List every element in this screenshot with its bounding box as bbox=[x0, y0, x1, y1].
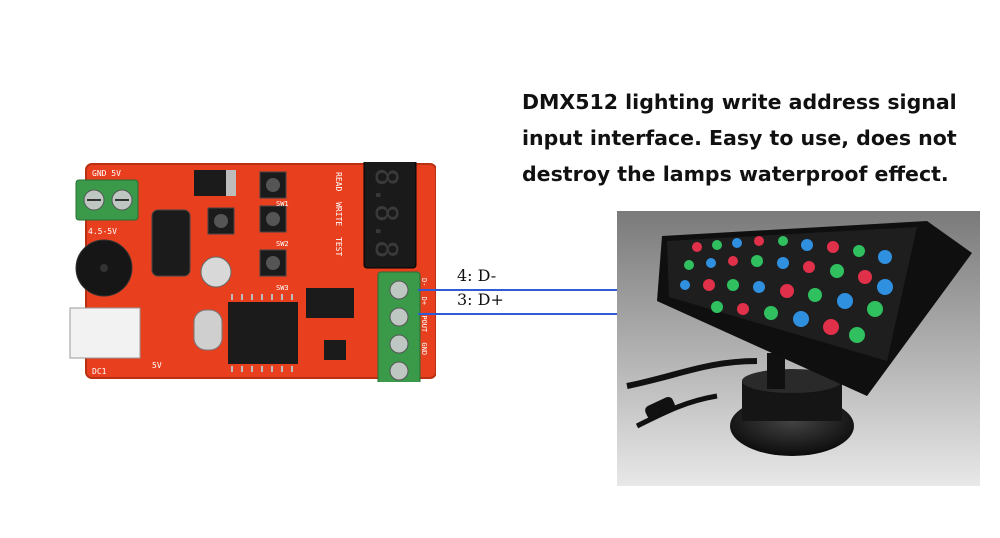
switch-label-1: SW1 bbox=[276, 200, 289, 208]
caption-line-2: input interface. Easy to use, does not bbox=[522, 126, 957, 150]
button-label-read: READ bbox=[334, 172, 343, 191]
supply-silkscreen: 5V bbox=[152, 361, 162, 370]
power-silkscreen: GND 5V bbox=[92, 169, 121, 178]
wire-d-minus bbox=[418, 289, 620, 291]
lamp-bracket bbox=[767, 353, 785, 389]
switch-label-2: SW2 bbox=[276, 240, 289, 248]
display-digits: 8.8.8 bbox=[368, 168, 403, 258]
signal-terminal bbox=[377, 271, 421, 382]
button-labels: READ WRITE TEST bbox=[334, 172, 343, 256]
power-cable bbox=[626, 358, 758, 389]
switch-label-3: SW3 bbox=[276, 284, 289, 292]
button-label-write: WRITE bbox=[334, 202, 343, 226]
led-lamp-image bbox=[617, 211, 980, 486]
voltage-silkscreen: 4.5-5V bbox=[88, 227, 117, 236]
push-buttons bbox=[207, 171, 287, 277]
caption-line-3: destroy the lamps waterproof effect. bbox=[522, 162, 949, 186]
terminal-label-d-minus: D- bbox=[420, 278, 428, 286]
crystal bbox=[193, 309, 223, 351]
terminal-labels: D- D+ POUT GND bbox=[420, 278, 428, 355]
small-chip bbox=[324, 340, 346, 360]
main-chip bbox=[228, 302, 298, 364]
terminal-label-gnd: GND bbox=[420, 342, 428, 355]
voltage-regulator bbox=[194, 170, 226, 196]
capacitor bbox=[151, 209, 191, 277]
led-array bbox=[680, 236, 893, 343]
round-capacitor bbox=[200, 256, 232, 288]
controller-board-image: GND 5V 4.5-5V DC1 5V SW1 SW2 SW3 bbox=[69, 162, 436, 382]
wire-label-d-minus: 4: D- bbox=[457, 266, 497, 285]
wire-d-plus bbox=[418, 313, 620, 315]
wire-label-d-plus: 3: D+ bbox=[457, 290, 504, 309]
dc-connector bbox=[69, 307, 141, 359]
terminal-label-d-plus: D+ bbox=[420, 297, 428, 305]
power-terminal bbox=[75, 179, 139, 221]
caption: DMX512 lighting write address signal inp… bbox=[522, 84, 962, 192]
caption-line-1: DMX512 lighting write address signal bbox=[522, 90, 957, 114]
dc-silkscreen: DC1 bbox=[92, 367, 107, 376]
driver-chip bbox=[306, 288, 354, 318]
seven-segment-display bbox=[363, 162, 417, 269]
terminal-label-pout: POUT bbox=[420, 315, 428, 333]
button-label-test: TEST bbox=[334, 237, 343, 256]
